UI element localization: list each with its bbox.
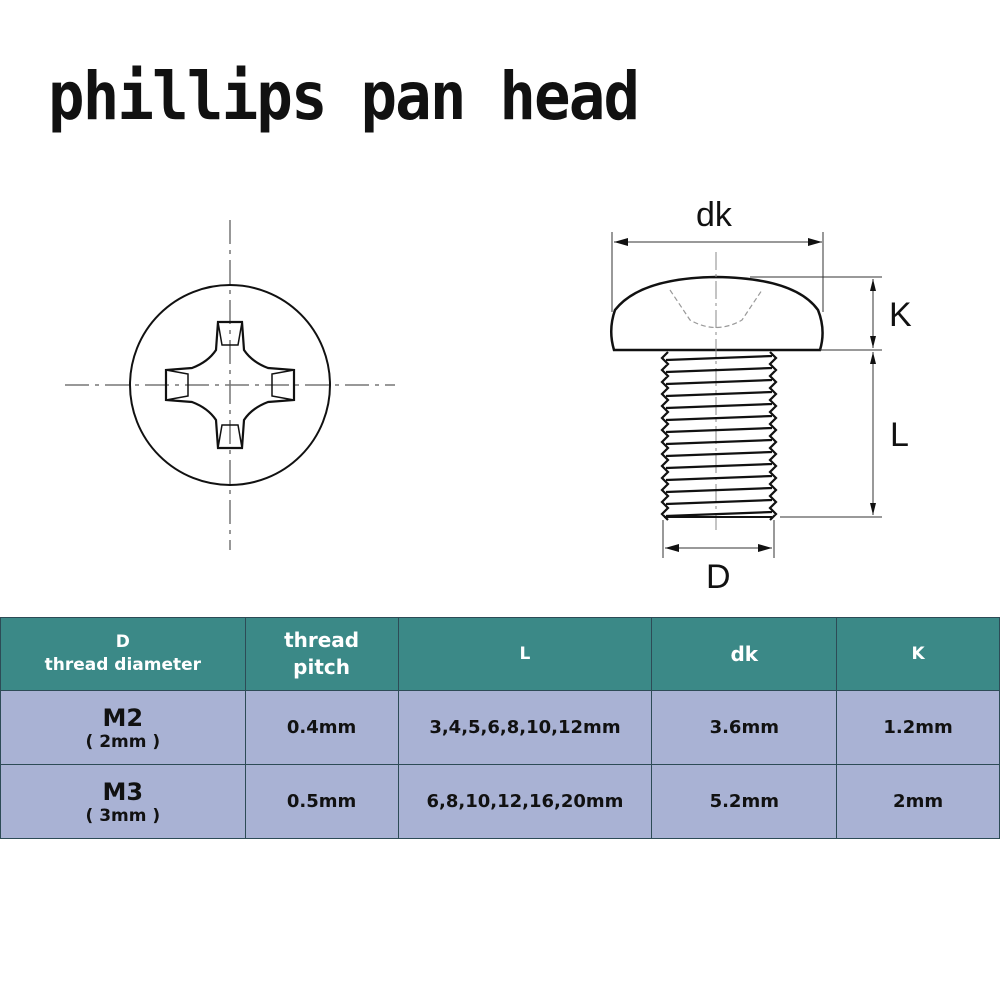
- header-pitch: thread pitch: [244, 617, 399, 691]
- k-cell: 1.2mm: [836, 690, 1000, 765]
- pitch-cell: 0.5mm: [244, 764, 399, 839]
- k-label: K: [889, 296, 912, 334]
- size: M3: [102, 777, 144, 806]
- dk-cell: 3.6mm: [651, 690, 838, 765]
- lengths-cell: 3,4,5,6,8,10,12mm: [397, 690, 653, 765]
- header-dk: dk: [651, 617, 838, 691]
- table-row: M3( 3mm ) 0.5mm 6,8,10,12,16,20mm 5.2mm …: [0, 764, 1000, 839]
- screw-drawing: [65, 220, 882, 558]
- header-line: D: [115, 632, 130, 653]
- header-k: K: [836, 617, 1000, 691]
- screw-thread: [660, 351, 778, 521]
- size: M2: [102, 703, 144, 732]
- header-line: pitch: [293, 655, 350, 679]
- d-label: D: [706, 558, 731, 596]
- header-l: L: [397, 617, 653, 691]
- table-row: M2( 2mm ) 0.4mm 3,4,5,6,8,10,12mm 3.6mm …: [0, 690, 1000, 765]
- screw-head: [610, 275, 824, 352]
- diameter: ( 3mm ): [85, 805, 161, 826]
- dk-cell: 5.2mm: [651, 764, 838, 839]
- lengths-cell: 6,8,10,12,16,20mm: [397, 764, 653, 839]
- header-line: thread diameter: [44, 655, 202, 675]
- side-view: [610, 232, 882, 558]
- size-cell: M2( 2mm ): [0, 690, 246, 765]
- diameter: ( 2mm ): [85, 731, 161, 752]
- pitch-cell: 0.4mm: [244, 690, 399, 765]
- l-label: L: [890, 416, 909, 454]
- size-cell: M3( 3mm ): [0, 764, 246, 839]
- k-cell: 2mm: [836, 764, 1000, 839]
- page-title: phillips pan head: [48, 58, 640, 135]
- dk-label: dk: [696, 196, 732, 234]
- header-line: thread: [284, 628, 360, 652]
- top-view: [65, 220, 395, 550]
